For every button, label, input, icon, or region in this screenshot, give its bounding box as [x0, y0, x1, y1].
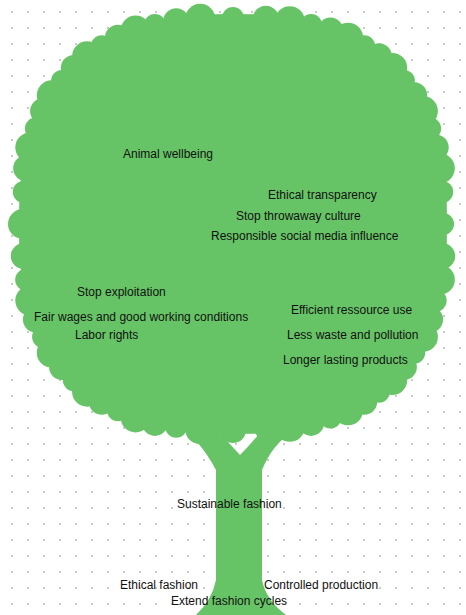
- tree-label: Extend fashion cycles: [171, 594, 287, 608]
- crown-scallop: [275, 6, 305, 36]
- tree-label: Ethical transparency: [268, 188, 377, 202]
- crown-scallop: [425, 265, 455, 295]
- tree-label: Longer lasting products: [283, 353, 408, 367]
- crown-scallop: [144, 14, 166, 36]
- tree-label: Stop throwaway culture: [236, 209, 361, 223]
- tree-label: Controlled production: [264, 578, 378, 592]
- crown-scallop: [253, 6, 279, 32]
- tree-label: Stop exploitation: [77, 285, 166, 299]
- crown-scallop: [431, 181, 453, 203]
- tree-label: Animal wellbeing: [123, 147, 213, 161]
- crown-scallop: [15, 269, 37, 291]
- crown-body: [19, 14, 447, 434]
- crown-scallop: [432, 213, 454, 235]
- tree-label: Efficient ressource use: [291, 303, 412, 317]
- tree-label: Less waste and pollution: [287, 328, 418, 342]
- tree-label: Ethical fashion: [120, 578, 198, 592]
- tree-label: Responsible social media influence: [211, 229, 398, 243]
- crown-scallop: [425, 153, 455, 183]
- crown-scallop: [163, 8, 189, 34]
- tree-label: Labor rights: [75, 328, 138, 342]
- crown-scallop: [222, 7, 244, 29]
- tree-label: Fair wages and good working conditions: [34, 310, 248, 324]
- tree-label: Sustainable fashion: [177, 497, 282, 511]
- crown-scallop: [11, 243, 37, 269]
- tree-crown: [8, 4, 455, 444]
- crown-scallop: [8, 209, 38, 239]
- crown-scallop: [13, 181, 35, 203]
- crown-scallop: [185, 4, 215, 34]
